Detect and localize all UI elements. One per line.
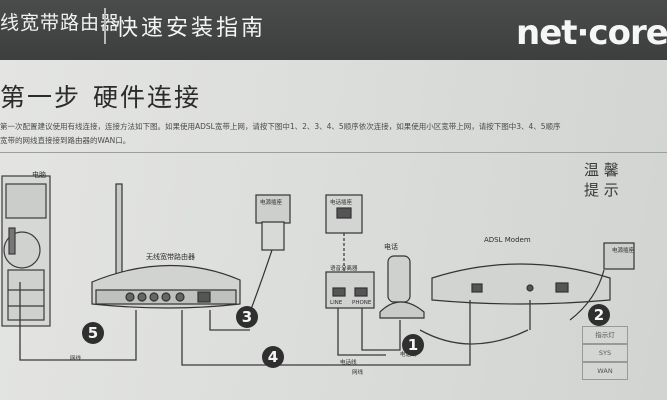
phone-label: 电话 [384,243,398,251]
tips-title-line-1: 温 馨 [584,161,619,179]
router-illustration [91,183,241,309]
power-adapter-router [249,194,291,313]
indicator-header: 指示灯 [582,326,628,344]
power-label: 电源插座 [260,200,283,206]
tips-title: 温 馨 提 示 [584,160,619,200]
step-marker-4: 4 [262,346,284,368]
splitter-phone-port: PHONE [352,300,372,306]
indicator-sys: SYS [582,344,628,362]
phone-jack-illustration [325,194,363,272]
splitter-line-label: 电话线 [340,360,357,366]
header-divider [104,8,106,44]
step-marker-3: 3 [236,306,258,328]
indicator-wan: WAN [582,362,628,380]
splitter-illustration [325,271,375,309]
step-marker-1: 1 [402,334,424,356]
cable-5-label: 网线 [70,356,82,362]
phone-illustration [379,255,425,319]
step-number: 第一步 [0,83,82,112]
step-title: 硬件连接 [93,83,202,112]
cable-4-label: 网线 [352,370,364,376]
guide-title: 快速安装指南 [116,16,267,41]
description-line-1: 第一次配置建议使用有线连接，连接方法如下图。如果使用ADSL宽带上网，请按下图中… [0,122,561,131]
computer-label: 电脑 [32,171,46,179]
modem-illustration [431,263,611,305]
step-description: 第一次配置建议使用有线连接，连接方法如下图。如果使用ADSL宽带上网，请按下图中… [0,120,667,148]
modem-label: ADSL Modem [484,236,531,244]
modem-power-label: 电源插座 [612,248,635,254]
header-bar: 线宽带路由器 快速安装指南 net·core [0,0,667,60]
section-rule [0,152,667,153]
splitter-line-port: LINE [330,300,343,306]
product-name: 线宽带路由器 [0,12,121,34]
brand-logo: net·core [516,13,667,53]
splitter-label: 语音分离器 [330,266,358,272]
step-marker-5: 5 [82,322,104,344]
cables [19,282,531,366]
step-marker-2: 2 [588,304,610,326]
step-heading: 第一步硬件连接 [0,78,201,114]
router-label: 无线宽带路由器 [146,253,195,261]
description-line-2: 宽带的网线直接接到路由器的WAN口。 [0,136,131,145]
computer-illustration [1,175,51,327]
power-adapter-modem [569,242,635,321]
phone-jack-label: 电话插座 [330,200,353,206]
tips-title-line-2: 提 示 [584,181,619,199]
